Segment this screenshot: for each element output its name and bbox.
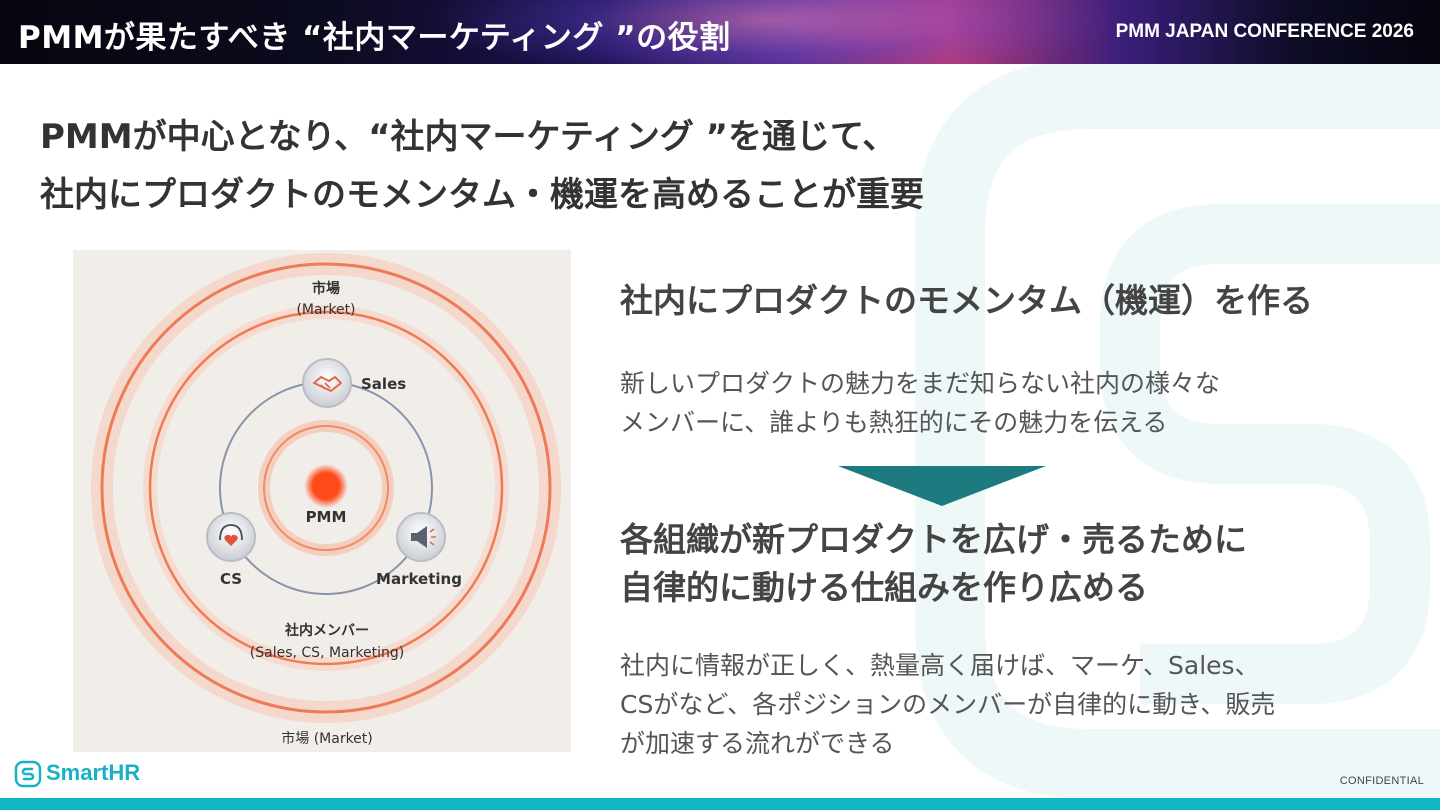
- pmm-ring: [263, 425, 389, 551]
- main-heading-line-1: PMMが中心となり、“社内マーケティング ”を通じて、: [40, 117, 897, 157]
- slide-title: PMMが果たすべき “社内マーケティング ”の役割: [18, 20, 731, 56]
- bottom-accent-bar: [0, 798, 1440, 810]
- sales-node: [302, 358, 352, 408]
- internal-marketing-diagram: 市場 (Market) Sales PMM CS Marketing 社内メンバ…: [73, 250, 571, 752]
- smarthr-logo-text: SmartHR: [46, 760, 141, 785]
- sales-label: Sales: [361, 375, 406, 393]
- market-bottom-label: 市場 (Market): [281, 730, 373, 747]
- pmm-core: [314, 474, 338, 498]
- smarthr-logo-icon: [14, 760, 42, 788]
- main-heading: PMMが中心となり、“社内マーケティング ”を通じて、 社内にプロダクトのモメン…: [40, 108, 924, 224]
- pmm-label: PMM: [306, 508, 347, 526]
- cs-node: [206, 512, 256, 562]
- momentum-body-line-2: メンバーに、誰よりも熱狂的にその魅力を伝える: [620, 408, 1168, 437]
- market-top-label: 市場: [312, 280, 340, 297]
- down-arrow-icon: [838, 466, 1046, 506]
- marketing-label: Marketing: [376, 570, 462, 588]
- mechanism-body-line-1: 社内に情報が正しく、熱量高く届けば、マーケ、Sales、: [620, 651, 1260, 680]
- cs-label: CS: [220, 570, 242, 588]
- header-glow: [420, 0, 1120, 64]
- header-bar: PMMが果たすべき “社内マーケティング ”の役割 PMM JAPAN CONF…: [0, 0, 1440, 64]
- mechanism-body: 社内に情報が正しく、熱量高く届けば、マーケ、Sales、 CSがなど、各ポジショ…: [620, 646, 1420, 763]
- momentum-heading: 社内にプロダクトのモメンタム（機運）を作る: [620, 281, 1313, 320]
- megaphone-icon: [411, 526, 436, 548]
- handshake-icon: [313, 376, 342, 392]
- conference-label: PMM JAPAN CONFERENCE 2026: [1115, 21, 1414, 42]
- momentum-body-line-1: 新しいプロダクトの魅力をまだ知らない社内の様々な: [620, 369, 1221, 398]
- members-en-label: (Sales, CS, Marketing): [250, 645, 404, 661]
- confidential-label: CONFIDENTIAL: [1339, 775, 1424, 787]
- mechanism-heading-line-2: 自律的に動ける仕組みを作り広める: [620, 568, 1148, 607]
- mechanism-heading: 各組織が新プロダクトを広げ・売るために 自律的に動ける仕組みを作り広める: [620, 516, 1420, 612]
- main-heading-line-2: 社内にプロダクトのモメンタム・機運を高めることが重要: [40, 175, 924, 215]
- heart-headset-icon: [219, 524, 243, 546]
- mechanism-body-line-2: CSがなど、各ポジションのメンバーが自律的に動き、販売: [620, 690, 1276, 719]
- market-ring: [100, 262, 552, 714]
- mechanism-heading-line-1: 各組織が新プロダクトを広げ・売るために: [620, 520, 1247, 559]
- marketing-node: [396, 512, 446, 562]
- market-top-en-label: (Market): [296, 302, 355, 318]
- member-ring: [148, 310, 504, 666]
- background-logo-watermark: [915, 64, 1440, 799]
- momentum-body: 新しいプロダクトの魅力をまだ知らない社内の様々な メンバーに、誰よりも熱狂的にそ…: [620, 364, 1420, 442]
- members-label: 社内メンバー: [284, 622, 369, 639]
- mechanism-body-line-3: が加速する流れができる: [620, 729, 895, 758]
- diagram-svg: 市場 (Market) Sales PMM CS Marketing 社内メンバ…: [91, 253, 561, 747]
